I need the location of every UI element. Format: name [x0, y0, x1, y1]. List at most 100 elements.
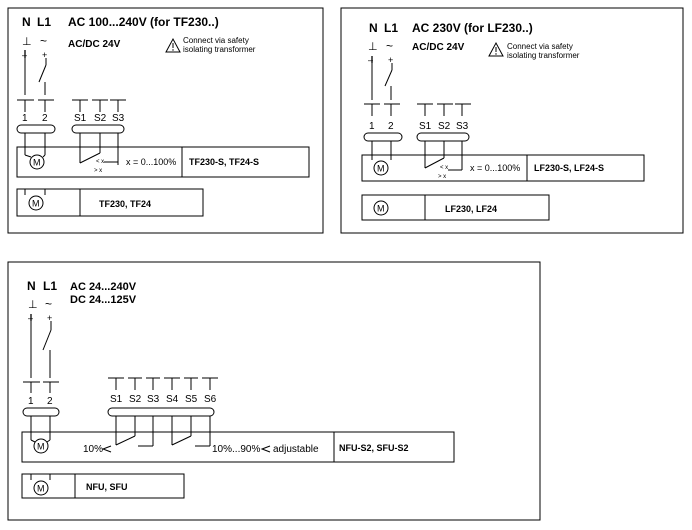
model-s-label: TF230-S, TF24-S — [189, 157, 259, 167]
cable-gland — [363, 132, 403, 142]
supply-dc-label: AC/DC 24V — [412, 42, 465, 53]
motor-icon — [33, 480, 49, 496]
warning-line-1: Connect via safety — [183, 36, 249, 45]
panel-nfu: N L1 AC 24...240V DC 24...125V ⊥ ~ – + 1… — [7, 261, 541, 521]
ground-symbol: ⊥ — [28, 299, 38, 311]
aux-terminal-s2: S2 — [129, 394, 142, 405]
l1-label: L1 — [43, 279, 57, 293]
terminal-1: 1 — [22, 113, 28, 124]
aux-switch — [424, 157, 445, 169]
l1-label: L1 — [384, 21, 398, 35]
motor-label: M — [37, 442, 45, 452]
pointer-icon — [101, 445, 112, 453]
panel-lf230: N L1 AC 230V (for LF230..) AC/DC 24V ⊥ ~… — [340, 7, 684, 234]
warning-icon — [165, 37, 181, 53]
adjustable-label: adjustable — [273, 444, 319, 455]
cable-gland-aux — [71, 124, 125, 134]
terminal-2: 2 — [388, 121, 394, 132]
range-label: x = 0...100% — [126, 157, 176, 167]
ac-symbol: ~ — [386, 39, 393, 53]
ground-symbol: ⊥ — [22, 36, 32, 48]
warning-line-2: isolating transformer — [507, 51, 580, 60]
aux-switch-1 — [115, 435, 136, 446]
range-label: x = 0...100% — [470, 163, 520, 173]
supply-dc-label: DC 24...125V — [70, 294, 137, 306]
panel-frame — [340, 7, 684, 234]
model-label: TF230, TF24 — [99, 199, 151, 209]
aux-switch-2 — [171, 435, 192, 446]
supply-switch — [42, 329, 52, 351]
cable-gland-aux — [416, 132, 470, 142]
aux-terminal-s2: S2 — [94, 113, 107, 124]
n-label: N — [22, 15, 31, 29]
supply-ac-label: AC 24...240V — [70, 281, 137, 293]
aux-terminal-s1: S1 — [74, 113, 87, 124]
n-label: N — [369, 21, 378, 35]
plus-symbol: + — [47, 313, 52, 323]
aux-terminal-s1: S1 — [110, 394, 123, 405]
pointer-icon — [260, 445, 271, 453]
cable-gland-aux — [107, 407, 215, 417]
switch-gt-label: > x — [94, 168, 102, 174]
supply-switch — [38, 64, 47, 83]
ac-symbol: ~ — [40, 34, 47, 48]
plus-symbol: + — [388, 55, 393, 65]
aux-terminal-s1: S1 — [419, 121, 432, 132]
model-label: LF230, LF24 — [445, 204, 497, 214]
motor-label: M — [32, 199, 40, 209]
motor-label: M — [33, 158, 41, 168]
model-box-s — [361, 154, 645, 182]
aux-terminal-s3: S3 — [456, 121, 469, 132]
motor-icon — [373, 200, 389, 216]
motor-icon — [33, 438, 49, 454]
n-label: N — [27, 279, 36, 293]
model-box-s — [21, 431, 455, 463]
aux-terminal-s3: S3 — [147, 394, 160, 405]
model-box-s — [16, 146, 310, 178]
aux-terminal-s2: S2 — [438, 121, 451, 132]
terminal-2: 2 — [47, 396, 53, 407]
motor-label: M — [377, 204, 385, 214]
switch-lt-label: < x — [440, 165, 448, 171]
supply-ac-label: AC 230V (for LF230..) — [412, 21, 533, 35]
aux-terminal-s3: S3 — [112, 113, 125, 124]
model-box — [16, 188, 204, 217]
switch-1-label: 10% — [83, 444, 103, 455]
model-box — [361, 194, 550, 221]
motor-icon — [28, 195, 44, 211]
warning-line-1: Connect via safety — [507, 42, 573, 51]
plus-symbol: + — [42, 50, 47, 60]
ac-symbol: ~ — [45, 297, 52, 311]
panel-frame — [7, 7, 324, 234]
aux-terminal-s5: S5 — [185, 394, 198, 405]
terminal-2: 2 — [42, 113, 48, 124]
minus-symbol: – — [368, 55, 373, 65]
switch-gt-label: > x — [438, 174, 446, 180]
supply-ac-label: AC 100...240V (for TF230..) — [68, 15, 219, 29]
model-label: NFU, SFU — [86, 482, 128, 492]
motor-label: M — [37, 484, 45, 494]
motor-label: M — [377, 164, 385, 174]
aux-switch — [79, 152, 101, 164]
model-box — [21, 473, 185, 499]
cable-gland — [16, 124, 56, 134]
supply-dc-label: AC/DC 24V — [68, 39, 121, 50]
minus-symbol: – — [28, 313, 33, 323]
warning-icon — [488, 41, 504, 57]
ground-symbol: ⊥ — [368, 41, 378, 53]
motor-icon — [29, 154, 45, 170]
model-s-label: LF230-S, LF24-S — [534, 163, 604, 173]
warning-line-2: isolating transformer — [183, 45, 256, 54]
l1-label: L1 — [37, 15, 51, 29]
panel-tf230: N L1 AC 100...240V (for TF230..) AC/DC 2… — [7, 7, 324, 234]
motor-icon — [373, 160, 389, 176]
terminal-1: 1 — [369, 121, 375, 132]
terminal-1: 1 — [28, 396, 34, 407]
minus-symbol: – — [22, 50, 27, 60]
panel-frame — [7, 261, 541, 521]
supply-switch — [384, 69, 393, 87]
model-s-label: NFU-S2, SFU-S2 — [339, 443, 409, 453]
switch-2-label: 10%...90% — [212, 444, 260, 455]
cable-gland — [22, 407, 60, 417]
